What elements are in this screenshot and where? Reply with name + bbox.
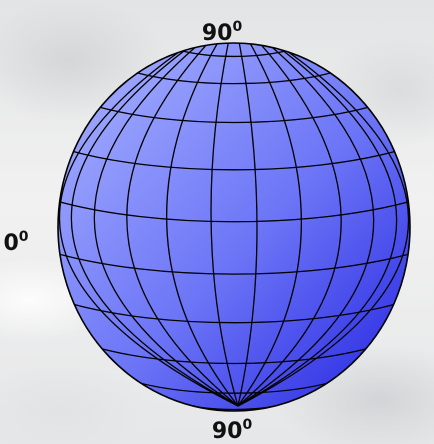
- label-top-sup: 0: [232, 19, 242, 35]
- label-bottom-sup: 0: [242, 417, 252, 433]
- label-left-sup: 0: [19, 229, 29, 245]
- label-top: 900: [202, 19, 243, 46]
- label-left-base: 0: [3, 231, 18, 256]
- sphere: [58, 43, 410, 411]
- label-bottom: 900: [212, 417, 253, 444]
- label-left: 00: [3, 229, 28, 256]
- label-top-base: 90: [202, 21, 233, 46]
- label-bottom-base: 90: [212, 419, 243, 444]
